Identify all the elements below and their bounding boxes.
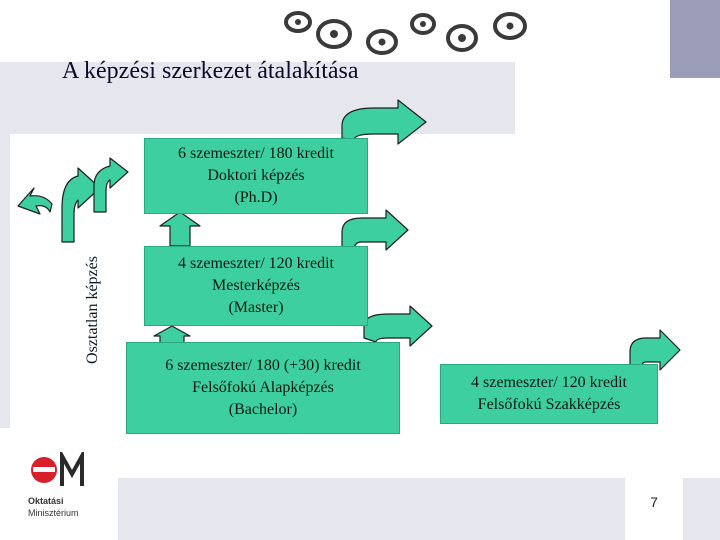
- phd-line-3: (Ph.D): [234, 189, 278, 206]
- bachelor-line-3: (Bachelor): [228, 401, 298, 418]
- title-band: [0, 62, 515, 134]
- curved-arrow-master-right: [341, 209, 409, 251]
- up-arrow-master-phd: [159, 211, 201, 247]
- curved-arrow-vocational: [629, 329, 681, 371]
- bachelor-line-2: Felsőfokú Alapképzés: [192, 379, 334, 396]
- slide-title: A képzési szerkezet átalakítása: [62, 58, 359, 84]
- vertical-label: Osztatlan képzés: [84, 256, 102, 364]
- page-number: 7: [650, 494, 658, 510]
- page-number-box: [625, 478, 683, 540]
- master-box: 4 szemeszter/ 120 kredit Mesterképzés (M…: [144, 246, 368, 326]
- bachelor-line-1: 6 szemeszter/ 180 (+30) kredit: [165, 357, 361, 374]
- vocational-line-2: Felsőfokú Szakképzés: [477, 396, 621, 413]
- curved-arrow-top-right: [341, 99, 427, 145]
- master-line-2: Mesterképzés: [212, 277, 300, 294]
- logo-text-line-1: Oktatási: [28, 496, 64, 506]
- left-strip: [0, 134, 10, 428]
- decorative-circles: [284, 11, 527, 55]
- vocational-box: 4 szemeszter/ 120 kredit Felsőfokú Szakk…: [440, 364, 658, 424]
- vertical-label-wrap: Osztatlan képzés: [58, 220, 128, 400]
- bachelor-box: 6 szemeszter/ 180 (+30) kredit Felsőfokú…: [126, 342, 400, 434]
- master-line-3: (Master): [228, 299, 284, 316]
- footer-band: [118, 478, 720, 540]
- curved-arrow-left-large: [61, 167, 101, 243]
- curved-arrow-left-small: [93, 157, 129, 213]
- phd-box: 6 szemeszter/ 180 kredit Doktori képzés …: [144, 138, 368, 214]
- ministry-logo: [31, 452, 84, 486]
- curved-arrow-down-left: [17, 187, 53, 215]
- logo-area: [0, 428, 118, 540]
- master-line-1: 4 szemeszter/ 120 kredit: [178, 255, 334, 272]
- logo-text-line-2: Minisztérium: [28, 508, 79, 518]
- phd-line-2: Doktori képzés: [207, 167, 305, 184]
- accent-bar: [670, 0, 720, 78]
- curved-arrow-bachelor-right: [363, 305, 433, 347]
- vocational-line-1: 4 szemeszter/ 120 kredit: [471, 374, 627, 391]
- phd-line-1: 6 szemeszter/ 180 kredit: [178, 145, 334, 162]
